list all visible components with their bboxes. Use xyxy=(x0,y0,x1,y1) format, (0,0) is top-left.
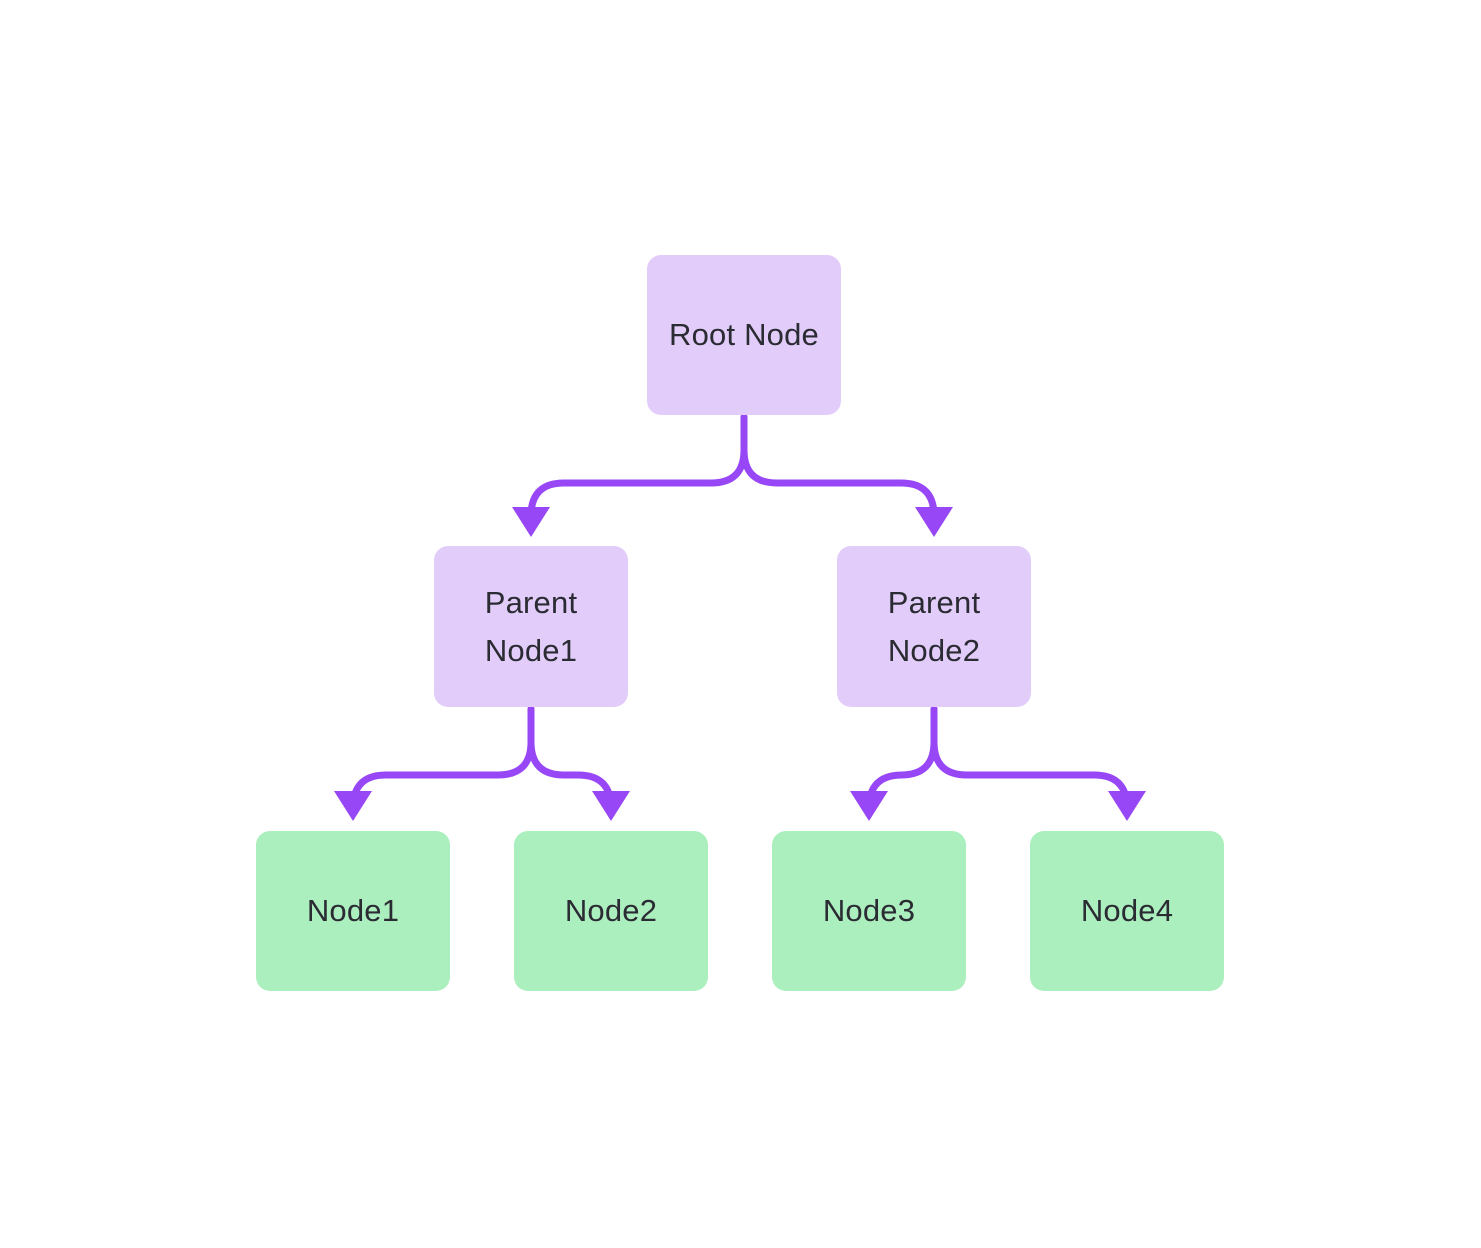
arrowhead-icon xyxy=(915,507,953,537)
node-parent-node1-label: Parent Node1 xyxy=(484,584,578,668)
edge-root-parent2 xyxy=(740,413,953,537)
arrowhead-icon xyxy=(334,791,372,821)
node-parent-node2[interactable]: Parent Node2 xyxy=(837,546,1031,707)
node-parent-node1[interactable]: Parent Node1 xyxy=(434,546,628,707)
edge-parent1-node1 xyxy=(334,705,535,821)
node-root[interactable]: Root Node xyxy=(647,255,841,415)
node-node1-label: Node1 xyxy=(306,893,400,928)
node-node2[interactable]: Node2 xyxy=(514,831,708,991)
arrowhead-icon xyxy=(512,507,550,537)
node-node3[interactable]: Node3 xyxy=(772,831,966,991)
arrowhead-icon xyxy=(850,791,888,821)
edge-parent1-node2 xyxy=(527,705,630,821)
node-root-label: Root Node xyxy=(668,317,819,352)
edge-parent2-node3 xyxy=(850,705,938,821)
node-node3-label: Node3 xyxy=(822,893,916,928)
edge-root-parent1 xyxy=(512,413,748,537)
arrowhead-icon xyxy=(1108,791,1146,821)
arrowhead-icon xyxy=(592,791,630,821)
node-parent-node2-label: Parent Node2 xyxy=(887,584,981,668)
edge-parent2-node4 xyxy=(930,705,1146,821)
node-node1[interactable]: Node1 xyxy=(256,831,450,991)
node-node2-label: Node2 xyxy=(564,893,658,928)
node-node4[interactable]: Node4 xyxy=(1030,831,1224,991)
node-node4-label: Node4 xyxy=(1080,893,1174,928)
